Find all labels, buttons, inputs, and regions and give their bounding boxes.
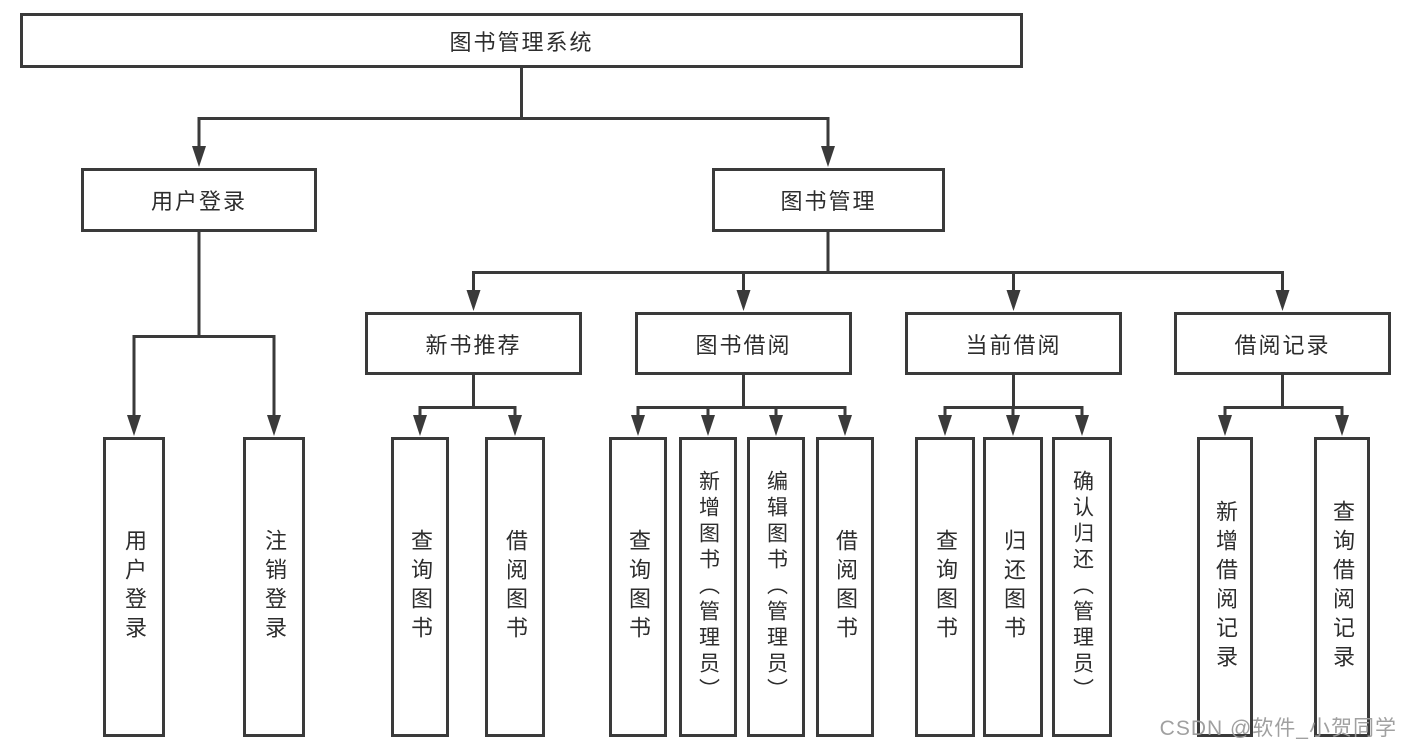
node-book-management: 图书管理 (712, 168, 945, 232)
leaf-borrowing-query-books-label: 查询图书 (626, 529, 651, 645)
leaf-current-return-books: 归还图书 (983, 437, 1043, 737)
node-current-borrowing: 当前借阅 (905, 312, 1122, 375)
leaf-user-login: 用户登录 (103, 437, 165, 737)
leaf-borrowing-borrow-books-label: 借阅图书 (833, 529, 858, 645)
node-user-login: 用户登录 (81, 168, 317, 232)
node-book-borrowing-label: 图书借阅 (695, 332, 792, 358)
node-user-login-label: 用户登录 (150, 189, 247, 214)
connector-lines (132, 68, 1344, 420)
leaf-borrowing-edit-books-admin: 编辑图书（管理员） (747, 437, 805, 737)
leaf-records-query-record-label: 查询借阅记录 (1330, 500, 1355, 674)
leaf-logout-login: 注销登录 (243, 437, 305, 737)
node-root-label: 图书管理系统 (449, 29, 594, 55)
leaf-logout-login-label: 注销登录 (262, 529, 287, 645)
node-new-books: 新书推荐 (365, 312, 582, 375)
leaf-newbooks-borrow-books: 借阅图书 (485, 437, 545, 737)
node-borrowing-records-label: 借阅记录 (1234, 332, 1331, 358)
node-root: 图书管理系统 (20, 13, 1023, 68)
leaf-records-add-record: 新增借阅记录 (1197, 437, 1253, 737)
leaf-current-confirm-return-admin: 确认归还（管理员） (1052, 437, 1112, 737)
connector-arrowheads (127, 146, 1349, 436)
leaf-borrowing-edit-books-admin-label: 编辑图书（管理员） (764, 470, 788, 704)
leaf-user-login-label: 用户登录 (122, 529, 147, 645)
node-new-books-label: 新书推荐 (425, 332, 522, 358)
leaf-newbooks-borrow-books-label: 借阅图书 (503, 529, 528, 645)
leaf-newbooks-query-books-label: 查询图书 (408, 529, 433, 645)
node-book-management-label: 图书管理 (780, 189, 877, 214)
node-current-borrowing-label: 当前借阅 (965, 332, 1062, 358)
leaf-borrowing-borrow-books: 借阅图书 (816, 437, 874, 737)
node-book-borrowing: 图书借阅 (635, 312, 852, 375)
leaf-newbooks-query-books: 查询图书 (391, 437, 449, 737)
leaf-records-add-record-label: 新增借阅记录 (1213, 500, 1238, 674)
node-borrowing-records: 借阅记录 (1174, 312, 1391, 375)
leaf-records-query-record: 查询借阅记录 (1314, 437, 1370, 737)
csdn-watermark: CSDN @软件_小贺同学 (1159, 717, 1397, 740)
leaf-borrowing-add-books-admin: 新增图书（管理员） (679, 437, 737, 737)
leaf-borrowing-add-books-admin-label: 新增图书（管理员） (696, 470, 720, 704)
leaf-borrowing-query-books: 查询图书 (609, 437, 667, 737)
leaf-current-query-books: 查询图书 (915, 437, 975, 737)
leaf-current-confirm-return-admin-label: 确认归还（管理员） (1070, 470, 1094, 704)
leaf-current-return-books-label: 归还图书 (1001, 529, 1026, 645)
leaf-current-query-books-label: 查询图书 (933, 529, 958, 645)
